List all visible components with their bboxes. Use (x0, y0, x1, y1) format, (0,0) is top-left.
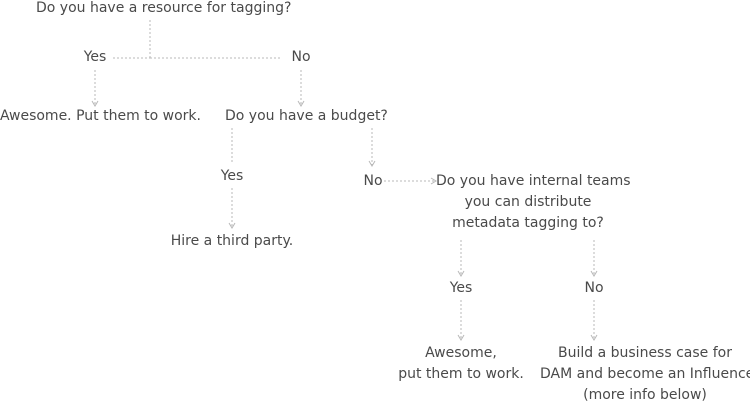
branch-label-no: No (286, 47, 316, 68)
branch-label-no: No (360, 171, 386, 192)
arrowhead (590, 334, 598, 341)
arrowhead (457, 270, 465, 277)
question-budget: Do you have a budget? (225, 106, 388, 127)
question-resource-for-tagging: Do you have a resource for tagging? (36, 0, 291, 19)
arrowhead (590, 270, 598, 277)
answer-line: Build a business case for (558, 345, 732, 361)
arrowhead (368, 160, 376, 167)
branch-label-text: Yes (449, 280, 473, 296)
answer-awesome-put-them-to-work: Awesome, put them to work. (388, 343, 534, 385)
branch-label-yes: Yes (217, 166, 247, 187)
branch-label-yes: Yes (80, 47, 110, 68)
branch-label-text: Yes (83, 49, 107, 65)
answer-line: DAM and become an Influencer (540, 366, 750, 382)
branch-label-text: No (291, 49, 311, 65)
arrowhead (430, 177, 437, 185)
arrowhead (91, 100, 99, 107)
question-line: metadata tagging to? (452, 215, 604, 231)
question-text: Do you have a budget? (225, 108, 388, 124)
arrowhead (457, 334, 465, 341)
question-line: Do you have internal teams (436, 173, 631, 189)
answer-line: Awesome, (425, 345, 497, 361)
answer-line: (more info below) (583, 387, 707, 403)
branch-label-text: Yes (220, 168, 244, 184)
question-text: Do you have a resource for tagging? (36, 0, 292, 16)
question-line: you can distribute (464, 194, 592, 210)
answer-text: Awesome. Put them to work. (0, 108, 201, 124)
question-internal-teams: Do you have internal teams you can distr… (436, 171, 631, 234)
branch-label-no: No (579, 278, 609, 299)
answer-line: put them to work. (398, 366, 524, 382)
branch-label-yes: Yes (446, 278, 476, 299)
branch-label-text: No (363, 173, 383, 189)
answer-hire-third-party: Hire a third party. (170, 231, 294, 252)
answer-put-them-to-work: Awesome. Put them to work. (0, 106, 201, 127)
answer-text: Hire a third party. (170, 233, 294, 249)
arrowhead (228, 222, 236, 229)
arrowhead (297, 100, 305, 107)
answer-build-business-case: Build a business case for DAM and become… (540, 343, 750, 406)
branch-label-text: No (584, 280, 604, 296)
